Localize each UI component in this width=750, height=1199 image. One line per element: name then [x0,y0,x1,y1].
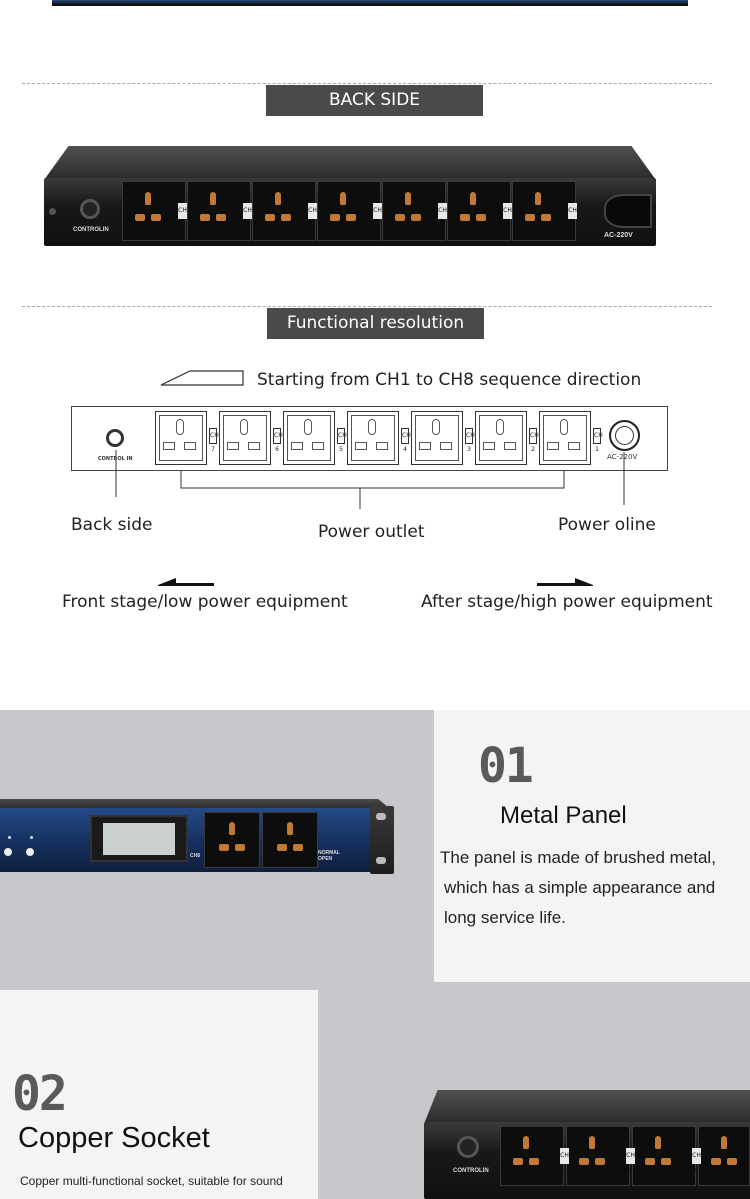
channel-label: CH 7 [178,203,187,230]
channel-label: CH 7 [560,1148,569,1175]
divider [22,306,712,307]
mode-label-open: OPEN [318,856,333,862]
socket-icon [455,188,491,232]
feature-card-copper-socket [0,990,318,1199]
control-jack-icon [457,1136,479,1158]
feature-title: Metal Panel [500,802,627,829]
socket-icon [706,1132,742,1176]
socket-icon [520,188,556,232]
channel-label: CH 6 [243,203,252,230]
feature-desc-line: The panel is made of brushed metal, [440,848,716,867]
channel-label: CH 1 [593,428,603,453]
led-icon [8,836,11,839]
right-arrow-icon [537,578,593,586]
feature-desc-line: long service life. [444,908,566,927]
mount-hole-icon [376,857,386,864]
channel-label: CH 6 [626,1148,635,1175]
power-oline-callout: Power oline [558,515,656,535]
feature-desc-line: which has a simple appearance and [444,878,716,897]
feature-desc-line: Copper multi-functional socket, suitable… [20,1174,283,1188]
channel-label: CH 7 [209,428,219,453]
channel-label: CH 3 [438,203,447,230]
diagram-socket [539,411,591,465]
diagram-socket [411,411,463,465]
diagram-socket [347,411,399,465]
feature-card-metal-panel [434,710,750,982]
control-in-label: CONTROLIN [453,1168,489,1174]
diagram-socket [283,411,335,465]
channel-label: CH 5 [692,1148,701,1175]
socket-icon [640,1132,676,1176]
socket-icon [390,188,426,232]
screw-icon [49,208,56,215]
socket-icon [195,188,231,232]
power-label: AC-220V [607,453,638,461]
control-in-label: CONTROL IN [98,456,133,462]
power-outlet-callout: Power outlet [318,522,425,542]
channel-label: CH 6 [273,428,283,453]
led-icon [30,836,33,839]
socket-icon [260,188,296,232]
feature-title: Copper Socket [18,1122,210,1154]
after-stage-text: After stage/high power equipment [421,592,713,612]
top-product-remnant [52,0,688,6]
diagram-socket [155,411,207,465]
power-label: AC-220V [604,232,633,239]
channel-label: CH 4 [401,428,411,453]
front-stage-text: Front stage/low power equipment [62,592,348,612]
control-jack-icon [80,199,100,219]
divider [22,83,712,84]
socket-icon [214,818,250,862]
channel-label: CH 4 [373,203,382,230]
channel-label: CH 2 [503,203,512,230]
control-in-label: CONTROLIN [73,227,109,233]
power-cord-icon [604,194,652,228]
socket-icon [325,188,361,232]
callout-lines [115,450,625,509]
channel-label: CH 5 [337,428,347,453]
back-side-callout: Back side [71,515,153,535]
button-icon [26,848,34,856]
channel-label: CH 2 [529,428,539,453]
channel-label: CH 1 [568,203,577,230]
feature-number: 02 [12,1066,68,1122]
sequence-arrow-icon [160,370,244,386]
left-arrow-icon [158,578,214,586]
mode-label-normal: NORMAL [318,850,340,856]
ch8-label: CH8 [190,853,201,859]
diagram-socket [475,411,527,465]
sequence-text: Starting from CH1 to CH8 sequence direct… [257,370,642,390]
channel-label: CH 3 [465,428,475,453]
socket-icon [574,1132,610,1176]
back-side-banner: BACK SIDE [266,85,483,116]
button-icon [4,848,12,856]
mount-hole-icon [376,813,386,820]
control-jack-icon [106,429,124,447]
diagram-socket [219,411,271,465]
feature-number: 01 [478,738,534,794]
socket-icon [130,188,166,232]
power-inlet-icon [609,420,640,451]
socket-icon [272,818,308,862]
socket-icon [508,1132,544,1176]
functional-resolution-banner: Functional resolution [267,308,484,339]
channel-label: CH 5 [308,203,317,230]
